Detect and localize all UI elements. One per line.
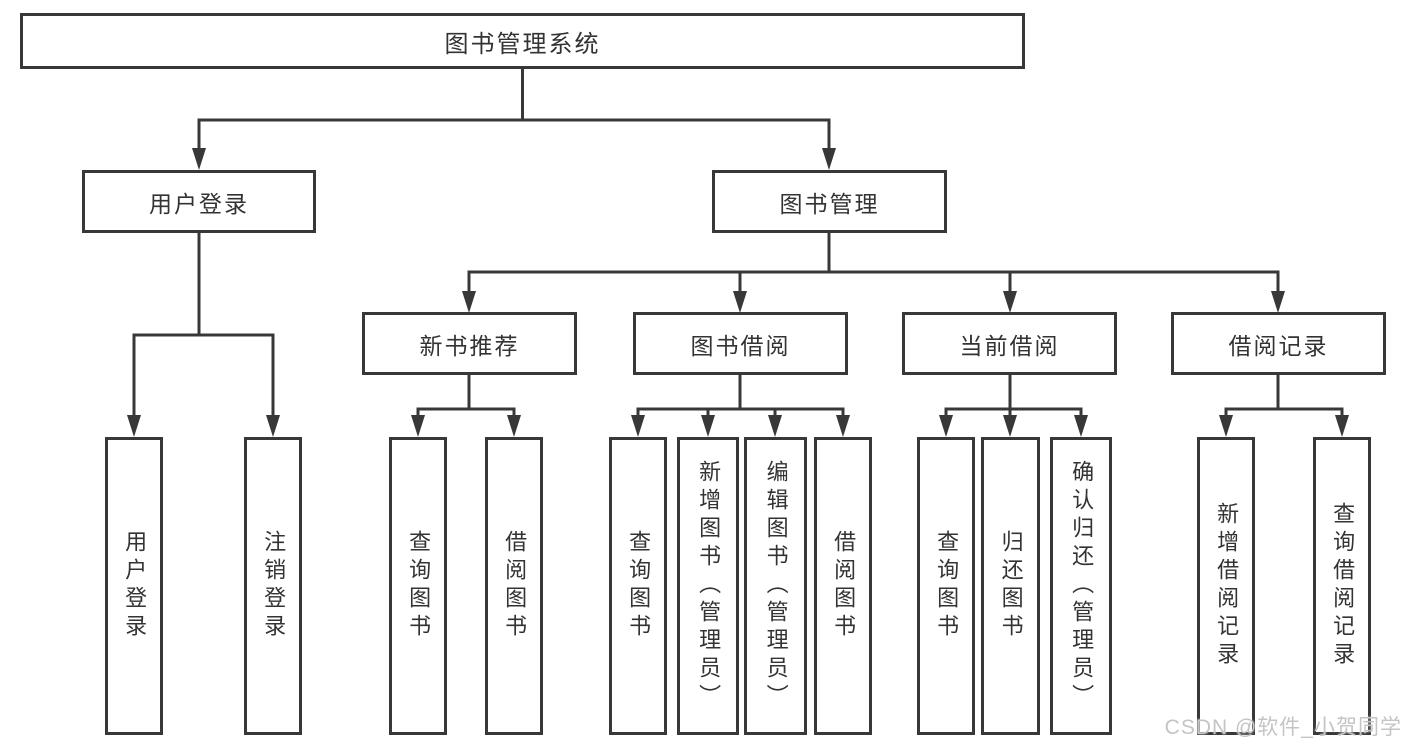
node-label: 借阅图书 [831,530,857,642]
node-add-borrow-record: 新增借阅记录 [1197,437,1255,735]
csdn-watermark: CSDN @软件_小贺同学 [1164,716,1402,739]
node-label: 新书推荐 [419,332,520,359]
node-label: 新增图书（管理员） [696,460,722,712]
node-book-borrowing: 图书借阅 [633,312,848,375]
node-label: 编辑图书（管理员） [763,460,789,712]
node-return-books: 归还图书 [981,437,1040,735]
node-label: 查询图书 [406,530,432,642]
node-query-borrow-record: 查询借阅记录 [1313,437,1371,735]
node-current-borrowing: 当前借阅 [902,312,1117,375]
node-new-book-recommendation: 新书推荐 [362,312,577,375]
node-label: 查询借阅记录 [1330,502,1356,670]
node-label: 查询图书 [626,530,652,642]
node-book-management: 图书管理 [712,170,947,233]
node-library-management-system: 图书管理系统 [20,13,1025,69]
node-label: 图书管理系统 [444,30,601,58]
node-confirm-return-admin: 确认归还（管理员） [1050,437,1112,735]
node-user-login: 用户登录 [82,170,316,233]
node-label: 用户登录 [122,530,148,642]
node-label: 借阅记录 [1228,332,1329,359]
node-query-books-current: 查询图书 [917,437,975,735]
node-query-books-recommend: 查询图书 [389,437,447,735]
node-label: 当前借阅 [959,332,1060,359]
node-label: 确认归还（管理员） [1069,460,1095,712]
node-borrow-books-leaf: 借阅图书 [814,437,872,735]
node-label: 图书管理 [779,190,880,217]
node-edit-book-admin: 编辑图书（管理员） [744,437,807,735]
node-label: 归还图书 [998,530,1024,642]
node-user-login-leaf: 用户登录 [105,437,163,735]
node-label: 借阅图书 [502,530,528,642]
node-query-books-borrow: 查询图书 [609,437,667,735]
node-label: 注销登录 [261,530,287,642]
node-label: 新增借阅记录 [1214,502,1240,670]
node-label: 图书借阅 [690,332,791,359]
node-add-book-admin: 新增图书（管理员） [677,437,739,735]
node-logout: 注销登录 [244,437,302,735]
node-borrow-books-recommend: 借阅图书 [485,437,543,735]
node-borrowing-records: 借阅记录 [1171,312,1386,375]
node-label: 查询图书 [934,530,960,642]
node-label: 用户登录 [149,190,249,217]
